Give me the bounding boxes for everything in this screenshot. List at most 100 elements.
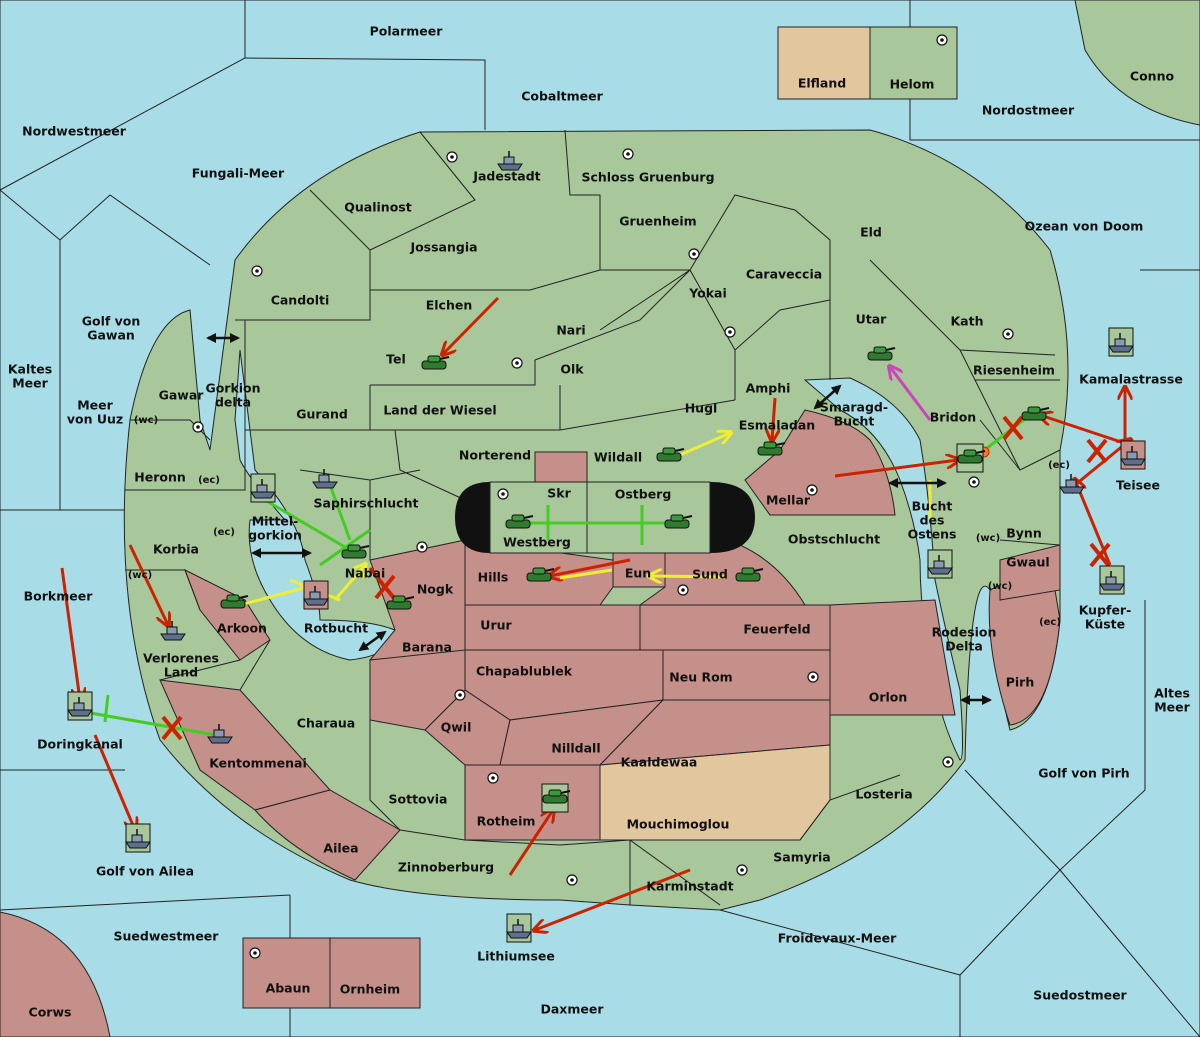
supply-center bbox=[688, 248, 700, 260]
label-text: Kentommenai bbox=[209, 756, 307, 771]
province-mellar[interactable] bbox=[744, 409, 896, 516]
fleet-unit[interactable] bbox=[1120, 440, 1146, 470]
province-gwaul[interactable] bbox=[999, 544, 1061, 601]
province-ailea[interactable] bbox=[254, 789, 401, 881]
province-label-charaua: Charaua bbox=[297, 716, 355, 731]
supply-center-dot bbox=[255, 269, 259, 273]
label-text: Schloss Gruenburg bbox=[581, 170, 714, 185]
coast-tag-wc: (wc) bbox=[128, 570, 152, 581]
label-text: Meer bbox=[77, 398, 113, 413]
sea-label-borkmeer: Borkmeer bbox=[24, 589, 94, 604]
label-text: Sottovia bbox=[389, 792, 448, 807]
province-label-korbia: Korbia bbox=[153, 542, 199, 557]
label-text: Nilldall bbox=[551, 741, 600, 756]
province-label-elchen: Elchen bbox=[426, 298, 473, 313]
fleet-unit[interactable] bbox=[250, 473, 276, 503]
label-text: Golf von Ailea bbox=[96, 864, 194, 879]
supply-center-dot bbox=[458, 693, 462, 697]
supply-center bbox=[192, 421, 204, 433]
sea-mittel-gorkion[interactable] bbox=[234, 349, 396, 661]
adjacency-arrow bbox=[358, 630, 387, 652]
move-arrow-mellar-bridon bbox=[834, 460, 958, 478]
label-text: Neu Rom bbox=[669, 670, 732, 685]
label-text: Mittel- bbox=[252, 514, 299, 529]
fleet-unit[interactable] bbox=[125, 823, 151, 853]
label-text: Ailea bbox=[323, 841, 358, 856]
province-label-corws: Corws bbox=[29, 1005, 72, 1020]
label-text: gorkion bbox=[248, 528, 302, 543]
fleet-unit[interactable] bbox=[67, 691, 93, 721]
move-arrow-lithiumsee bbox=[535, 868, 691, 930]
province-label-samyria: Samyria bbox=[773, 850, 831, 865]
label-text: Elchen bbox=[426, 298, 473, 313]
label-text: Korbia bbox=[153, 542, 199, 557]
supply-center-dot bbox=[515, 361, 519, 365]
province-elfland[interactable] bbox=[777, 26, 871, 100]
province-label-karminstadt: Karminstadt bbox=[646, 879, 733, 894]
label-text: Conno bbox=[1130, 69, 1175, 84]
province-label-amphi: Amphi bbox=[746, 381, 791, 396]
move-arrow-korbia bbox=[128, 544, 168, 625]
fleet-unit[interactable] bbox=[1108, 327, 1134, 357]
sea-label-suedostmeer: Suedostmeer bbox=[1033, 988, 1127, 1003]
label-text: Bridon bbox=[930, 410, 976, 425]
label-text: Eun bbox=[625, 566, 651, 581]
label-text: Elfland bbox=[798, 76, 846, 91]
label-text: Küste bbox=[1085, 617, 1125, 632]
label-text: Kamalastrasse bbox=[1079, 372, 1183, 387]
province-label-olk: Olk bbox=[560, 362, 584, 377]
province-orlon[interactable] bbox=[829, 599, 956, 716]
label-text: Cobaltmeer bbox=[521, 89, 603, 104]
label-text: Ostberg bbox=[615, 487, 672, 502]
supply-center-dot bbox=[681, 588, 685, 592]
fleet-unit[interactable] bbox=[303, 580, 329, 610]
army-unit[interactable] bbox=[956, 443, 986, 473]
province-label-ailea: Ailea bbox=[323, 841, 358, 856]
label-text: Olk bbox=[560, 362, 584, 377]
label-text: Amphi bbox=[746, 381, 791, 396]
supply-center-dot bbox=[972, 480, 976, 484]
label-text: Gorkion bbox=[205, 381, 260, 396]
sea-label-kamalastrasse: Kamalastrasse bbox=[1079, 372, 1183, 387]
coast-tag-ec: (ec) bbox=[1039, 617, 1061, 628]
label-text: Riesenheim bbox=[973, 363, 1055, 378]
supply-center bbox=[806, 484, 818, 496]
sea-label-smaragd-bucht: Smaragd-Bucht bbox=[820, 400, 888, 429]
label-text: Ostens bbox=[908, 527, 957, 542]
label-text: Golf von bbox=[82, 314, 141, 329]
label-text: Hugl bbox=[685, 401, 718, 416]
supply-center-dot bbox=[501, 492, 505, 496]
label-text: Candolti bbox=[271, 293, 330, 308]
label-text: des bbox=[920, 513, 945, 528]
label-text: Land bbox=[164, 665, 198, 680]
labels-layer: PolarmeerCobaltmeerNordostmeerNordwestme… bbox=[8, 24, 1191, 1020]
supply-center bbox=[736, 864, 748, 876]
province-label-helom: Helom bbox=[890, 77, 935, 92]
sea-bucht-des-ostens[interactable] bbox=[803, 377, 963, 761]
label-text: Hills bbox=[478, 570, 509, 585]
blocked-cross-kupfer bbox=[1089, 542, 1111, 568]
move-arrow-borkmeer bbox=[60, 567, 80, 700]
label-text: Bucht bbox=[834, 414, 875, 429]
label-text: Qualinost bbox=[344, 200, 411, 215]
province-ornheim[interactable] bbox=[329, 937, 421, 1009]
label-text: delta bbox=[215, 395, 251, 410]
label-text: Rodesion bbox=[932, 625, 997, 640]
label-text: Jossangia bbox=[409, 240, 477, 255]
supply-center-dot bbox=[626, 152, 630, 156]
province-rotheim[interactable] bbox=[464, 764, 601, 841]
adjacency-arrow bbox=[813, 384, 842, 410]
fleet-unit[interactable] bbox=[927, 549, 953, 579]
supply-center bbox=[1002, 328, 1014, 340]
label-text: Orlon bbox=[869, 690, 908, 705]
army-unit[interactable] bbox=[541, 783, 571, 813]
fleet-unit[interactable] bbox=[1099, 565, 1125, 595]
support-cross-nabai bbox=[319, 528, 371, 567]
province-pirh[interactable] bbox=[988, 559, 1061, 726]
province-label-nogk: Nogk bbox=[417, 582, 454, 597]
label-text: Gruenheim bbox=[619, 214, 696, 229]
fleet-unit[interactable] bbox=[506, 913, 532, 943]
province-label-barana: Barana bbox=[402, 640, 452, 655]
